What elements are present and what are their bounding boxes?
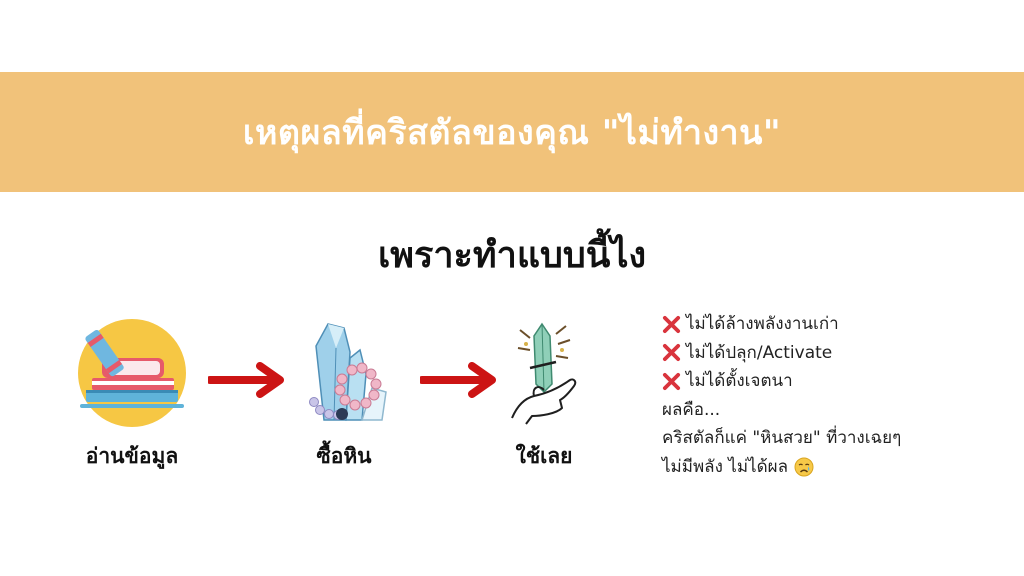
note-item: ไม่ได้ปลุก/Activate (662, 339, 1012, 368)
step-buy-stone: ซื้อหิน (264, 318, 424, 473)
note-item: ไม่ได้ล้างพลังงานเก่า (662, 310, 1012, 339)
arrow-right-icon (420, 362, 496, 398)
step-label: อ่านข้อมูล (85, 444, 179, 468)
note-item: ไม่ได้ตั้งเจตนา (662, 367, 1012, 396)
arrow-right-icon (208, 362, 284, 398)
notes-list: ไม่ได้ล้างพลังงานเก่า ไม่ได้ปลุก/Activat… (662, 310, 1012, 481)
note-text: ไม่ได้ปลุก/Activate (686, 342, 833, 363)
result-line: คริสตัลก็แค่ "หินสวย" ที่วางเฉยๆ (662, 428, 902, 448)
step-use-now: ใช้เลย (464, 318, 624, 473)
step-label: ใช้เลย (515, 444, 573, 468)
result-label: ผลคือ... (662, 399, 721, 420)
step-label: ซื้อหิน (316, 444, 372, 468)
crystal-bracelet-icon (309, 323, 387, 421)
step-read-info: อ่านข้อมูล (52, 318, 212, 473)
books-icon (78, 319, 186, 427)
banner-title: เหตุผลที่คริสตัลของคุณ "ไม่ทำงาน" (242, 113, 782, 153)
result-line-final: ไม่มีพลัง ไม่ได้ผล (662, 453, 1012, 482)
cross-mark-icon (662, 315, 681, 333)
cross-mark-icon (662, 372, 681, 390)
note-text: ไม่ได้ตั้งเจตนา (686, 371, 793, 391)
subtitle: เพราะทำแบบนี้ไง (377, 235, 647, 276)
cross-mark-icon (662, 344, 681, 362)
hand-holding-crystal-icon (511, 322, 577, 425)
result-text: ไม่มีพลัง ไม่ได้ผล (662, 456, 789, 477)
title-banner: เหตุผลที่คริสตัลของคุณ "ไม่ทำงาน" (0, 72, 1024, 192)
crying-face-icon (794, 457, 814, 477)
note-text: ไม่ได้ล้างพลังงานเก่า (686, 314, 839, 334)
